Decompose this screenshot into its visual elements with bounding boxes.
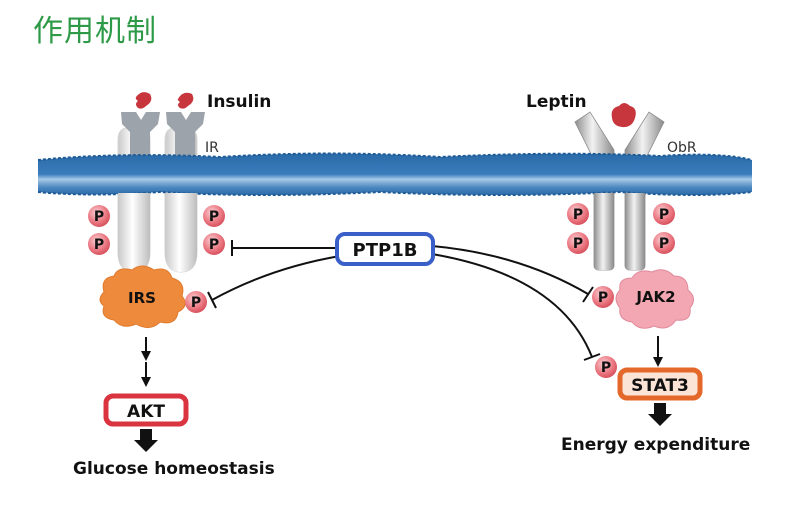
page-title: 作用机制: [33, 14, 157, 49]
akt-box: AKT: [103, 393, 189, 427]
phospho-site-icon: P: [203, 205, 225, 227]
phospho-site-icon: P: [592, 286, 614, 308]
ptp1b-label: PTP1B: [353, 240, 418, 261]
phospho-site-icon: P: [567, 232, 589, 254]
inhibit-stat3-bar: [583, 353, 601, 361]
svg-text:P: P: [209, 209, 219, 225]
svg-text:P: P: [659, 236, 669, 252]
inhibit-irs-bar: [207, 291, 217, 309]
irs-protein: IRS: [99, 265, 186, 328]
inhibit-jak2-line: [431, 245, 589, 295]
svg-text:P: P: [191, 295, 201, 311]
phospho-sites: P P P P P P P P P P P: [88, 203, 675, 378]
jak2-label: JAK2: [635, 288, 675, 306]
inhibit-stat3-line: [431, 253, 593, 358]
svg-text:P: P: [601, 360, 611, 376]
inhibit-jak2-bar: [582, 286, 594, 303]
leptin-label: Leptin: [526, 92, 587, 112]
insulin-label: Insulin: [207, 92, 271, 112]
ptp1b-box: PTP1B: [335, 232, 435, 266]
stat3-box: STAT3: [617, 367, 703, 401]
svg-text:P: P: [598, 290, 608, 306]
inhibition-lines: [207, 240, 601, 361]
akt-output-arrow-icon: [134, 429, 158, 452]
svg-text:P: P: [209, 237, 219, 253]
phospho-site-icon: P: [567, 203, 589, 225]
ir-label: IR: [205, 140, 219, 156]
glucose-homeostasis-label: Glucose homeostasis: [73, 459, 275, 479]
inhibit-irs-line: [211, 255, 341, 301]
phospho-site-icon: P: [185, 291, 207, 313]
phospho-site-icon: P: [88, 205, 110, 227]
phospho-site-icon: P: [203, 233, 225, 255]
leptin-ligand-icon: [611, 103, 636, 128]
phospho-site-icon: P: [595, 356, 617, 378]
svg-text:P: P: [573, 236, 583, 252]
phospho-site-icon: P: [88, 233, 110, 255]
akt-label: AKT: [127, 402, 165, 422]
svg-text:P: P: [659, 207, 669, 223]
svg-text:P: P: [573, 207, 583, 223]
phospho-site-icon: P: [653, 203, 675, 225]
jak2-protein: JAK2: [615, 269, 694, 329]
stat3-label: STAT3: [631, 376, 689, 396]
energy-expenditure-label: Energy expenditure: [561, 435, 750, 455]
cell-membrane: [37, 152, 753, 196]
phospho-site-icon: P: [653, 232, 675, 254]
obr-label: ObR: [667, 140, 697, 156]
insulin-ligand-icon: [177, 92, 194, 109]
irs-label: IRS: [128, 289, 156, 307]
stat3-output-arrow-icon: [648, 403, 672, 426]
insulin-ligand-icon: [135, 92, 152, 109]
svg-text:P: P: [94, 209, 104, 225]
svg-text:P: P: [94, 237, 104, 253]
